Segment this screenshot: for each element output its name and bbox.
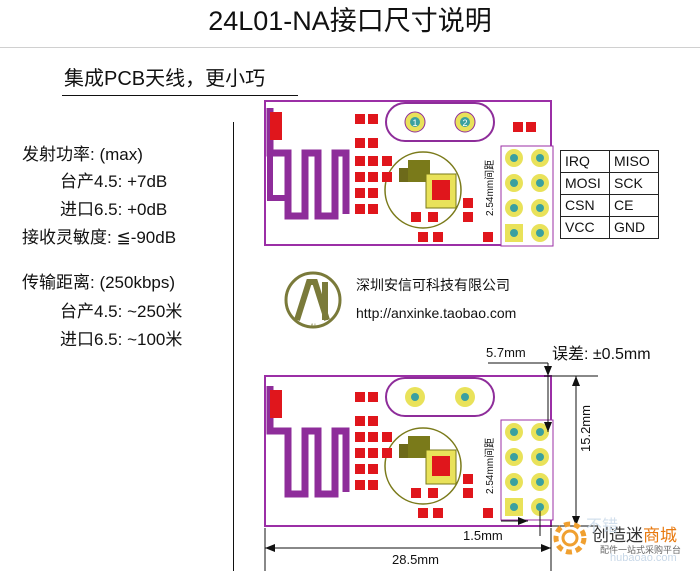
pin-label-gnd: GND [609, 216, 659, 239]
pinout-table: IRQ MISO MOSI SCK CSN CE VCC GND [560, 150, 659, 239]
spec-power-label: 发射功率: (max) [22, 145, 143, 164]
chip-area-outline [384, 151, 462, 229]
svg-text:2: 2 [462, 118, 467, 128]
watermark-slogan: 配件一站式采购平台 [600, 545, 682, 555]
antenna-pad [270, 112, 282, 140]
header-pins-bottom [500, 419, 554, 521]
pin-label-mosi: MOSI [560, 172, 610, 195]
dim-width: 28.5mm [392, 552, 439, 567]
pin-row: MOSI SCK [560, 172, 659, 195]
watermark-brand: 创造迷商城 [592, 526, 677, 545]
spec-sensitivity: 接收灵敏度: ≦-90dB [22, 228, 177, 247]
svg-text:AI: AI [310, 324, 316, 330]
spec-distance-jinkou: 进口6.5: ~100米 [60, 330, 183, 349]
pitch-label: 2.54mm间距 [483, 160, 496, 216]
spec-power-jinkou: 进口6.5: +0dB [60, 200, 168, 219]
dim-height: 15.2mm [578, 405, 593, 452]
title-divider [0, 47, 700, 48]
page-title: 24L01-NA接口尺寸说明 [208, 6, 492, 36]
spec-power-taichan: 台产4.5: +7dB [60, 172, 168, 191]
pitch-label-bottom: 2.54mm间距 [483, 438, 496, 494]
pin-row: VCC GND [560, 216, 659, 239]
dimension-arrows [265, 366, 580, 552]
section-divider [233, 122, 234, 571]
dim-pin-offset: 1.5mm [463, 528, 503, 543]
pin-label-ce: CE [609, 194, 659, 217]
dim-top-offset: 5.7mm [486, 345, 526, 360]
pin-row: IRQ MISO [560, 150, 659, 173]
company-url[interactable]: http://anxinke.taobao.com [356, 305, 517, 321]
pin-label-irq: IRQ [560, 150, 610, 173]
header-pins [500, 145, 554, 247]
pin-label-sck: SCK [609, 172, 659, 195]
pin-row: CSN CE [560, 194, 659, 217]
tolerance-note: 误差: ±0.5mm [552, 346, 651, 363]
pin-label-csn: CSN [560, 194, 610, 217]
company-name: 深圳安信可科技有限公司 [356, 277, 510, 293]
spec-distance-label: 传输距离: (250kbps) [22, 273, 176, 292]
company-logo-icon: AI [284, 271, 342, 330]
watermark-left: 不错 [586, 518, 619, 535]
spec-distance-taichan: 台产4.5: ~250米 [60, 302, 183, 321]
pin-label-vcc: VCC [560, 216, 610, 239]
watermark-domain: hubaoao.com [610, 552, 677, 564]
bottom-board-diagram: 2.54mm间距 [264, 362, 598, 571]
gear-watermark-icon [553, 521, 587, 555]
antenna-trace-bottom [266, 386, 350, 498]
svg-text:1: 1 [412, 118, 417, 128]
top-board-diagram: 1 2 2.54mm间距 [264, 100, 554, 247]
antenna-trace [266, 108, 350, 220]
subtitle: 集成PCB天线，更小巧 [64, 68, 266, 90]
pin-label-miso: MISO [609, 150, 659, 173]
subtitle-underline [62, 95, 298, 96]
crystal-outline [385, 102, 495, 142]
